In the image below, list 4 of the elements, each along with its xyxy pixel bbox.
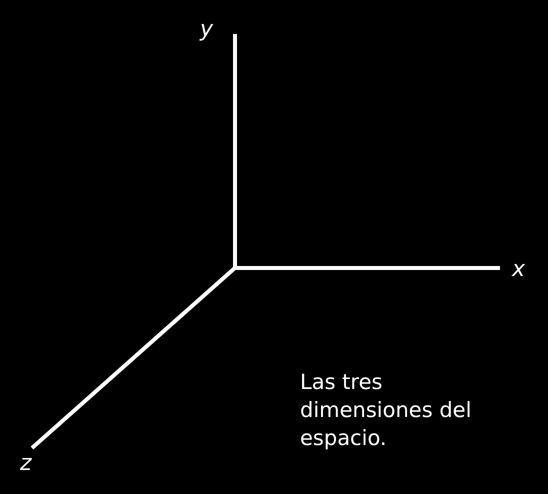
caption: Las tres dimensiones del espacio. — [300, 369, 472, 452]
axis-label: x — [512, 258, 526, 282]
axis-label: y — [200, 18, 214, 42]
axis-label: z — [20, 452, 32, 476]
